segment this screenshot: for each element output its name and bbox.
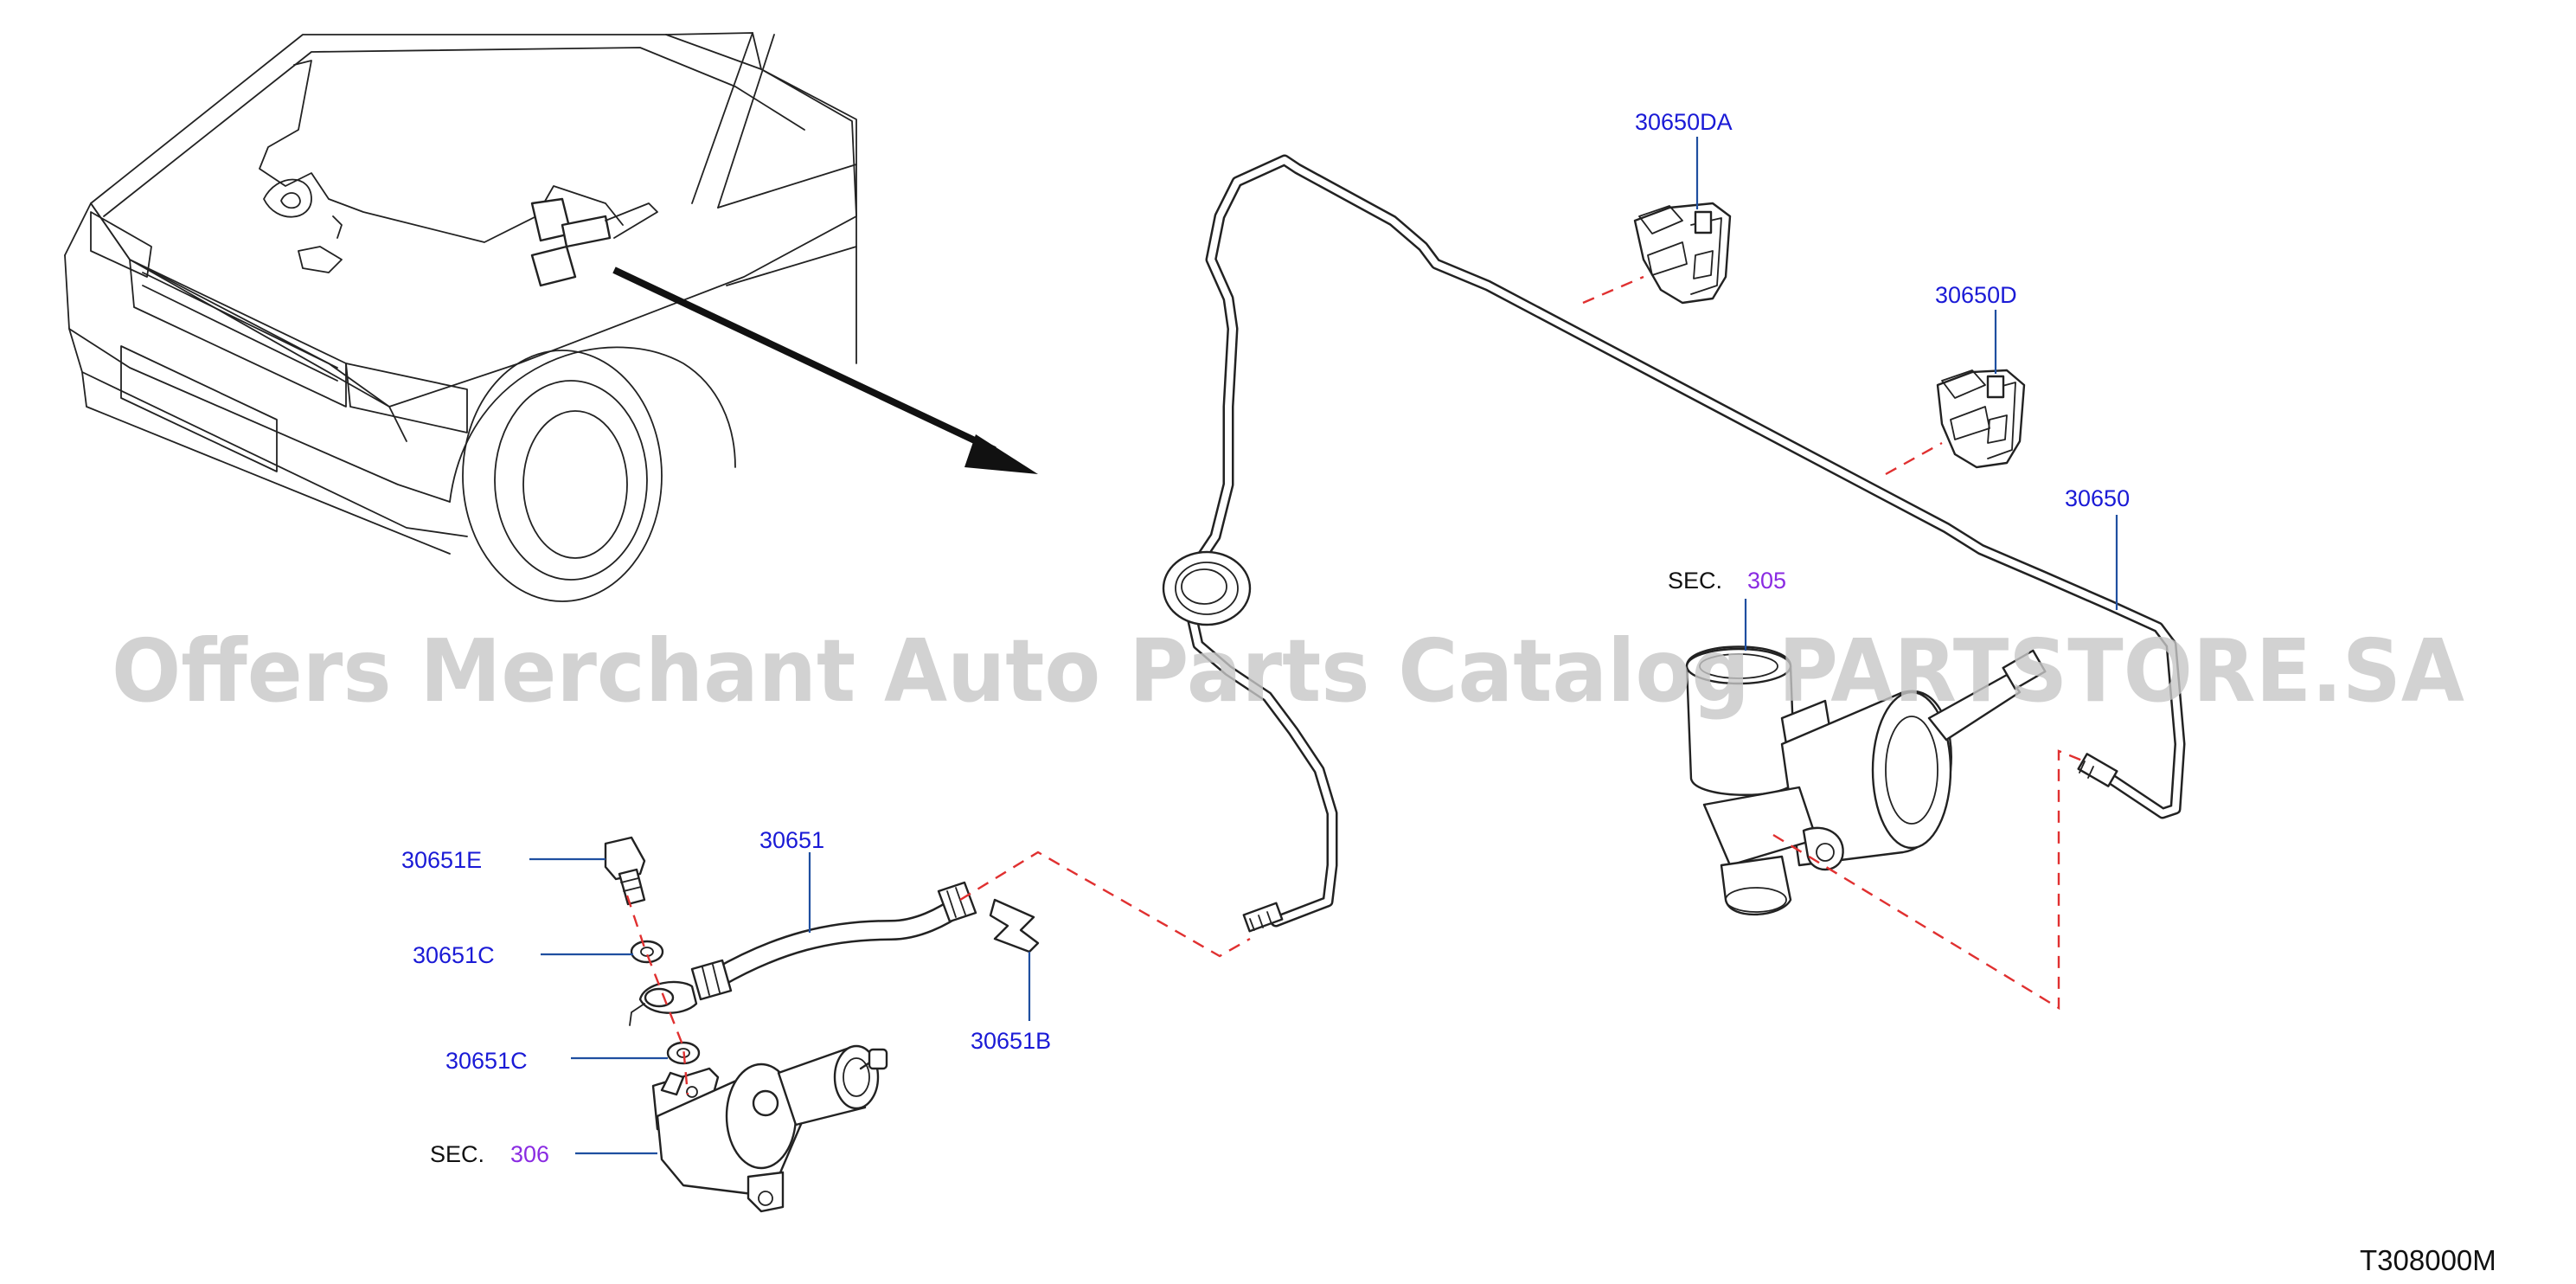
label-30651: 30651: [759, 827, 824, 853]
section-306-number: 306: [510, 1141, 549, 1167]
leader-lines: [529, 137, 2118, 1155]
dashed-guide-lines: [625, 275, 2086, 1095]
label-30650da: 30650DA: [1635, 109, 1733, 135]
bracket-30650d-part: [1936, 369, 2026, 469]
label-30651b: 30651B: [971, 1028, 1051, 1054]
bracket-30650da-part: [1633, 202, 1732, 305]
label-30651c-lower: 30651C: [445, 1048, 528, 1074]
label-30650: 30650: [2065, 485, 2130, 511]
vehicle-overview-illustration: [64, 32, 857, 602]
section-306-prefix: SEC.: [430, 1141, 484, 1167]
clutch-operating-cylinder-part: [651, 1044, 888, 1213]
clutch-tube-line: [1162, 154, 2186, 933]
clutch-master-cylinder-part: [1685, 645, 2047, 916]
washer-upper-part: [630, 940, 664, 964]
label-30651e: 30651E: [401, 847, 482, 873]
banjo-bolt-part: [604, 836, 646, 906]
diagram-code: T308000M: [2360, 1244, 2496, 1276]
section-305-prefix: SEC.: [1668, 568, 1722, 594]
section-305-number: 305: [1747, 568, 1786, 594]
hose-clip-part: [989, 898, 1040, 953]
label-30651c-upper: 30651C: [413, 942, 495, 968]
watermark-text: Offers Merchant Auto Parts Catalog PARTS…: [112, 620, 2464, 722]
label-30650d: 30650D: [1935, 282, 2017, 308]
clutch-hose-part: [629, 881, 977, 1026]
pointer-arrow-icon: [612, 266, 1038, 474]
